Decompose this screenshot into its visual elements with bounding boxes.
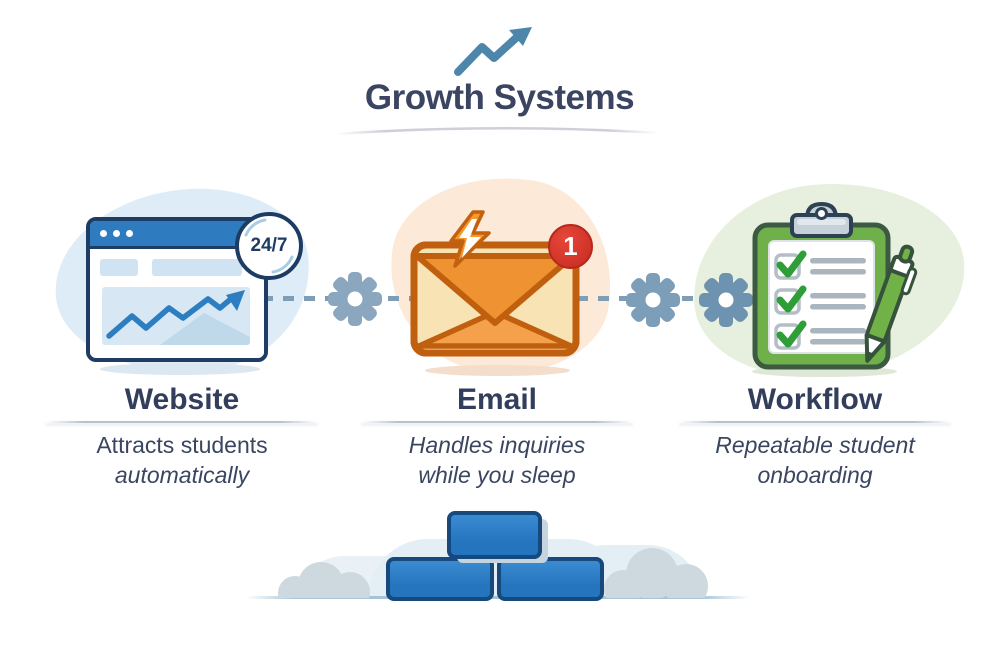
email-label-divider [361,421,633,423]
browser-content [90,249,264,355]
unread-count-badge: 1 [548,224,593,269]
building-block [497,557,604,601]
website-label: Website [124,383,240,416]
workflow-icon-shadow [752,366,897,377]
clipboard-checklist-icon [752,202,918,370]
browser-nav-block [100,259,138,276]
workflow-label-divider [679,421,951,423]
building-block [447,511,542,559]
email-label: Email [456,383,538,416]
browser-dot-icon [126,230,133,237]
badge-24-7-text: 24/7 [250,235,288,256]
badge-arc-decoration [244,218,294,274]
workflow-description-line1: Repeatable student [715,432,915,458]
trend-up-arrow-icon [454,27,532,76]
cloud-puff [330,572,370,598]
page-title: Growth Systems [364,78,635,117]
gear-icon [328,272,382,326]
workflow-description-line2: onboarding [757,461,873,488]
website-icon-shadow [100,363,260,375]
clipboard-clip [790,202,853,238]
pen-icon [864,244,918,363]
left-cloud [278,560,390,598]
email-icon-shadow [425,365,570,376]
website-label-divider [46,421,318,423]
website-description-line2: automatically [114,461,250,488]
growth-chart-arrow-icon [106,290,250,345]
workflow-description: Repeatable student onboarding [655,431,975,491]
email-description-line1: Handles inquiries [408,432,586,458]
website-description: Attracts students automatically [22,431,342,491]
right-cloud [604,548,724,598]
browser-nav-block [152,259,242,276]
gear-icon [699,273,753,327]
browser-dot-icon [113,230,120,237]
checklist-rows [774,250,866,350]
workflow-label: Workflow [747,383,883,416]
lightning-bolt-icon [449,210,491,268]
gear-icon [626,273,680,327]
badge-24-7: 24/7 [235,212,303,280]
email-description: Handles inquiries while you sleep [337,431,657,491]
website-description-line1: Attracts students [96,432,268,458]
envelope-icon [410,241,580,357]
browser-dot-icon [100,230,107,237]
cloud-puff [664,564,708,598]
growth-chart [102,287,250,345]
title-underline-arc [335,127,659,136]
email-description-line2: while you sleep [418,461,576,488]
unread-count-text: 1 [563,231,578,261]
building-block [386,557,494,601]
